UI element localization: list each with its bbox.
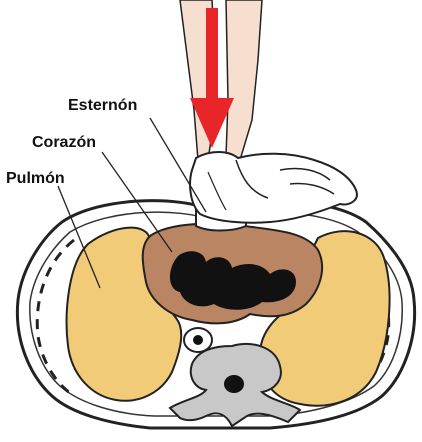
arms xyxy=(180,0,262,160)
label-sternum: Esternón xyxy=(68,97,137,114)
label-lung: Pulmón xyxy=(6,170,65,187)
mediastinum xyxy=(184,328,212,352)
label-heart: Corazón xyxy=(32,134,96,151)
heart xyxy=(143,224,322,324)
